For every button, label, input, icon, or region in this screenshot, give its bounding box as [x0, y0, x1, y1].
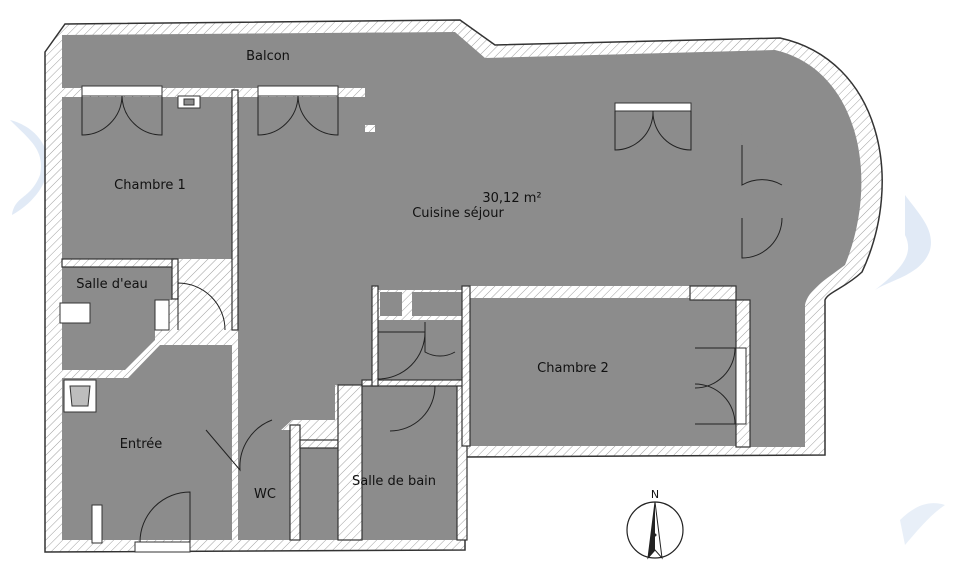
chambre-2-floor: [468, 298, 736, 446]
cuisine-sejour-floor: [238, 97, 790, 470]
chambre-1-label: Chambre 1: [114, 178, 186, 193]
closet-floor: [380, 292, 402, 316]
compass-north-label: N: [651, 488, 659, 501]
storage-floor: [412, 292, 462, 316]
interior-walls: [61, 89, 751, 541]
chambre-2-label: Chambre 2: [537, 361, 609, 376]
salle-deau-floor: [62, 267, 172, 370]
chambre-1-floor: [62, 97, 232, 259]
door-swings: [81, 95, 783, 543]
side-floor: [750, 305, 802, 445]
compass: N: [626, 488, 684, 560]
hall-floor: [378, 320, 463, 380]
cuisine-sejour-area: 30,12 m²: [482, 191, 541, 206]
salle-de-bain-floor: [362, 385, 457, 540]
cuisine-sejour-label: Cuisine séjour: [412, 206, 504, 221]
corridor-floor: [300, 448, 338, 540]
wc-floor: [238, 430, 290, 540]
salle-de-bain-label: Salle de bain: [352, 474, 436, 489]
salle-deau-label: Salle d'eau: [76, 277, 148, 292]
wc-label: WC: [254, 487, 276, 502]
entree-floor: [62, 345, 232, 540]
entree-label: Entrée: [120, 437, 163, 452]
balcon-label: Balcon: [246, 49, 290, 64]
watermark: [10, 120, 945, 545]
fixtures: [59, 95, 201, 544]
